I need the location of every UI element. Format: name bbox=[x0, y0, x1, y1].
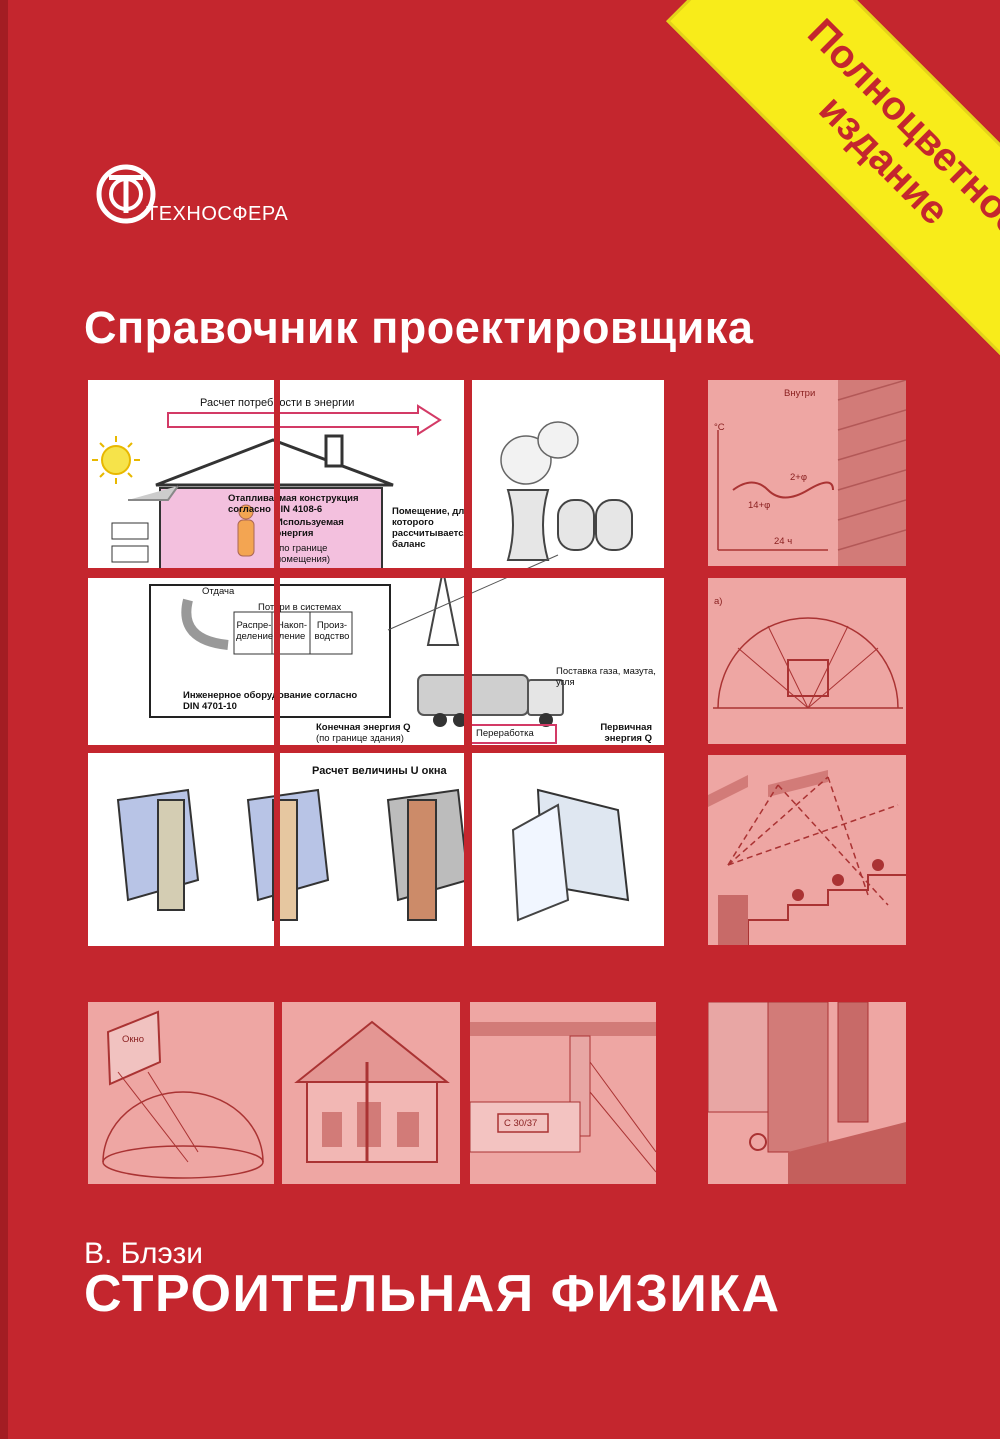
publisher-logo-icon bbox=[96, 164, 156, 224]
sun-geometry-graphic bbox=[713, 617, 903, 709]
panel-a-label: а) bbox=[714, 596, 723, 607]
foundation-detail-graphic bbox=[470, 1022, 656, 1173]
grid-line bbox=[274, 380, 280, 946]
grid-line bbox=[88, 745, 664, 753]
phi14-label: 14+φ bbox=[748, 500, 771, 511]
concrete-class-label: С 30/37 bbox=[504, 1118, 538, 1129]
window-calc-title: Расчет величины U окна bbox=[312, 765, 447, 777]
phi-label: 2+φ bbox=[790, 472, 807, 483]
publisher-name: ТЕХНОСФЕРА bbox=[146, 203, 289, 225]
window-sill-panel bbox=[708, 1002, 906, 1184]
processing-label: Переработка bbox=[476, 728, 534, 739]
daylight-hemisphere-graphic bbox=[102, 1010, 264, 1179]
heated-construction-label: Отапливаемая конструкция согласно DIN 41… bbox=[228, 493, 359, 515]
sun-geometry-panel: а) bbox=[708, 578, 906, 744]
house-heating-panel bbox=[282, 1002, 460, 1184]
auditorium-acoustics-panel bbox=[708, 755, 906, 945]
production-label: Произ-водство bbox=[314, 620, 350, 642]
grid-line bbox=[88, 568, 664, 578]
auditorium-acoustics-graphic bbox=[708, 770, 906, 945]
grid-line bbox=[464, 380, 472, 946]
output-label: Отдача bbox=[202, 586, 235, 597]
used-energy-note: (по границе помещения) bbox=[276, 543, 331, 565]
distribution-label: Распре-деление bbox=[236, 620, 274, 642]
daylight-hemisphere-panel: Окно bbox=[88, 1002, 274, 1184]
series-title: Справочник проектировщика bbox=[84, 302, 754, 353]
energy-balance-illustration: Расчет потребности в энергии Отапливаема… bbox=[88, 380, 664, 946]
hours24-label: 24 ч bbox=[774, 536, 793, 547]
house-heating-graphic bbox=[294, 1020, 450, 1163]
wall-temperature-panel: Внутри °C 2+φ 14+φ 24 ч bbox=[708, 380, 906, 566]
supply-label: Поставка газа, мазута, угля bbox=[556, 666, 656, 688]
temp-unit-label: °C bbox=[714, 422, 725, 433]
final-energy-label: Конечная энергия Q bbox=[316, 722, 411, 733]
wall-temperature-graphic bbox=[717, 380, 906, 566]
book-title: СТРОИТЕЛЬНАЯ ФИЗИКА bbox=[84, 1265, 781, 1323]
final-energy-note: (по границе здания) bbox=[316, 733, 404, 744]
author-name: В. Блэзи bbox=[84, 1237, 204, 1270]
window-label: Окно bbox=[122, 1034, 145, 1045]
window-sill-graphic bbox=[708, 1002, 906, 1184]
energy-diagram-graphic bbox=[92, 404, 633, 922]
room-balance-label: Помещение, для которого рассчитывается б… bbox=[392, 506, 470, 550]
storage-label: Накоп-ление bbox=[277, 620, 307, 642]
inside-label: Внутри bbox=[784, 388, 816, 399]
primary-energy-label: Первичная энергия Q bbox=[600, 722, 652, 744]
system-losses-label: Потери в системах bbox=[258, 602, 342, 613]
engineering-label: Инженерное оборудование согласно DIN 470… bbox=[183, 690, 358, 712]
used-energy-label: Используемая энергия bbox=[276, 517, 344, 539]
foundation-detail-panel: С 30/37 bbox=[470, 1002, 656, 1184]
